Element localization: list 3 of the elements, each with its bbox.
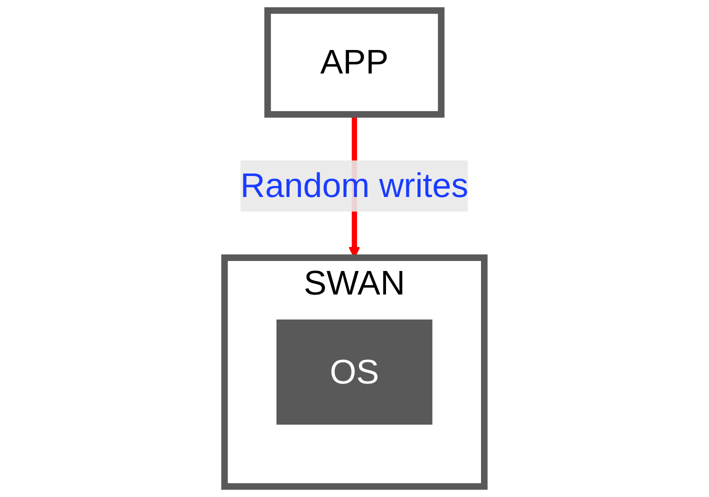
- node-box: OS: [276, 320, 432, 425]
- node-box: APP: [264, 7, 445, 118]
- edge-label: Random writes: [240, 166, 468, 206]
